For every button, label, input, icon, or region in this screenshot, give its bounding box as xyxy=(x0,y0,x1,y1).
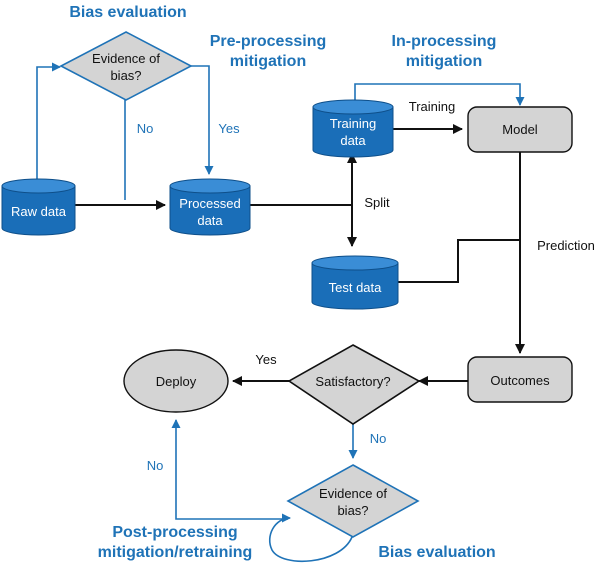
decision-evidence-of-bias-bottom xyxy=(286,464,420,538)
edge-raw-to-evidence xyxy=(36,62,61,183)
training-data-label-2: data xyxy=(340,133,366,148)
label-prediction: Prediction xyxy=(537,238,595,253)
test-data-label: Test data xyxy=(329,280,383,295)
heading-preprocessing-line2: mitigation xyxy=(230,53,306,70)
label-yes-top: Yes xyxy=(218,121,240,136)
training-data-label-1: Training xyxy=(330,116,376,131)
heading-bias-evaluation-top: Bias evaluation xyxy=(69,4,186,21)
label-no-top: No xyxy=(137,121,154,136)
heading-postprocessing-line2: mitigation/retraining xyxy=(98,544,253,561)
model-label: Model xyxy=(502,122,538,137)
edge-retraining-loop xyxy=(268,513,353,562)
raw-data-label: Raw data xyxy=(11,204,67,219)
decision-evidence-top-label-2: bias? xyxy=(110,68,141,83)
heading-inprocessing-line2: mitigation xyxy=(406,53,482,70)
decision-evidence-bottom-label-2: bias? xyxy=(337,503,368,518)
label-training: Training xyxy=(409,99,455,114)
processed-data-label-1: Processed xyxy=(179,196,240,211)
decision-evidence-of-bias-top xyxy=(59,31,193,101)
heading-postprocessing-line1: Post-processing xyxy=(112,524,237,541)
outcomes-label: Outcomes xyxy=(490,373,550,388)
label-yes-deploy: Yes xyxy=(255,352,277,367)
edge-training-to-model-blue xyxy=(354,83,525,106)
edge-evidence-to-deploy xyxy=(171,419,288,520)
deploy-label: Deploy xyxy=(156,374,197,389)
cylinder-processed-data: Processed data xyxy=(169,178,251,236)
decision-evidence-top-label-1: Evidence of xyxy=(92,51,160,66)
node-outcomes xyxy=(467,356,573,403)
processed-data-label-2: data xyxy=(197,213,223,228)
node-model xyxy=(467,106,573,153)
heading-bias-evaluation-bottom: Bias evaluation xyxy=(378,544,495,561)
cylinder-raw-data: Raw data xyxy=(1,178,76,236)
label-no-deploy: No xyxy=(147,458,164,473)
label-split: Split xyxy=(364,195,390,210)
decision-satisfactory xyxy=(287,344,421,425)
node-deploy xyxy=(123,349,229,413)
edge-test-to-prediction xyxy=(398,239,520,283)
heading-preprocessing-line1: Pre-processing xyxy=(210,33,326,50)
decision-satisfactory-label: Satisfactory? xyxy=(315,374,390,389)
label-no-satisfactory: No xyxy=(370,431,387,446)
heading-inprocessing-line1: In-processing xyxy=(392,33,497,50)
cylinder-training-data: Training data xyxy=(312,99,394,158)
decision-evidence-bottom-label-1: Evidence of xyxy=(319,486,387,501)
cylinder-test-data: Test data xyxy=(311,255,399,310)
edge-evidence-yes xyxy=(191,65,214,175)
